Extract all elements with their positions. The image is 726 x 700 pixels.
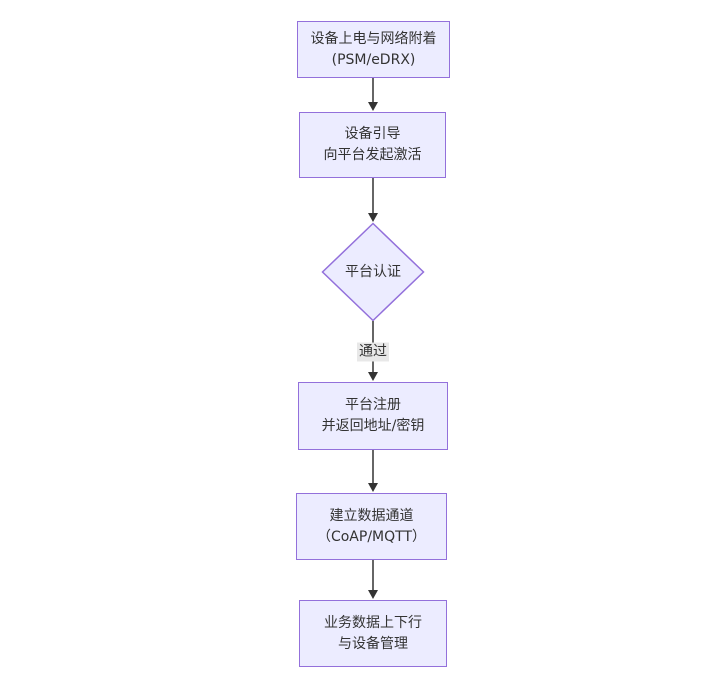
node-establish-data-channel: 建立数据通道 （CoAP/MQTT） bbox=[296, 493, 447, 560]
node-device-power-network-attach: 设备上电与网络附着 (PSM/eDRX) bbox=[297, 21, 450, 78]
decision-platform-auth-label: 平台认证 bbox=[345, 264, 401, 280]
node-platform-register: 平台注册 并返回地址/密钥 bbox=[298, 382, 448, 450]
arrow-head-d-e bbox=[368, 483, 378, 492]
edge-label-pass: 通过 bbox=[357, 342, 389, 362]
node-label-line: 并返回地址/密钥 bbox=[321, 418, 425, 434]
node-label-line: 业务数据上下行 bbox=[324, 614, 422, 631]
node-label-line: (PSM/eDRX) bbox=[331, 51, 416, 68]
arrow-head-c-d bbox=[368, 372, 378, 381]
node-device-bootstrap-activate: 设备引导 向平台发起激活 bbox=[299, 112, 446, 178]
decision-diamond-shape bbox=[321, 222, 425, 322]
node-label-line: 设备上电与网络附着 bbox=[310, 30, 437, 47]
node-label-line: 建立数据通道 bbox=[329, 507, 414, 524]
arrow-head-b-c bbox=[368, 213, 378, 222]
arrow-head-a-b bbox=[368, 102, 378, 111]
node-label-line: 平台注册 bbox=[345, 397, 401, 413]
node-label-line: 向平台发起激活 bbox=[323, 147, 422, 163]
node-label-line: （CoAP/MQTT） bbox=[316, 528, 427, 545]
arrow-head-e-f bbox=[368, 590, 378, 599]
node-label-line: 设备引导 bbox=[344, 126, 401, 142]
node-label-line: 与设备管理 bbox=[338, 635, 408, 652]
node-business-data-device-mgmt: 业务数据上下行 与设备管理 bbox=[299, 600, 447, 667]
